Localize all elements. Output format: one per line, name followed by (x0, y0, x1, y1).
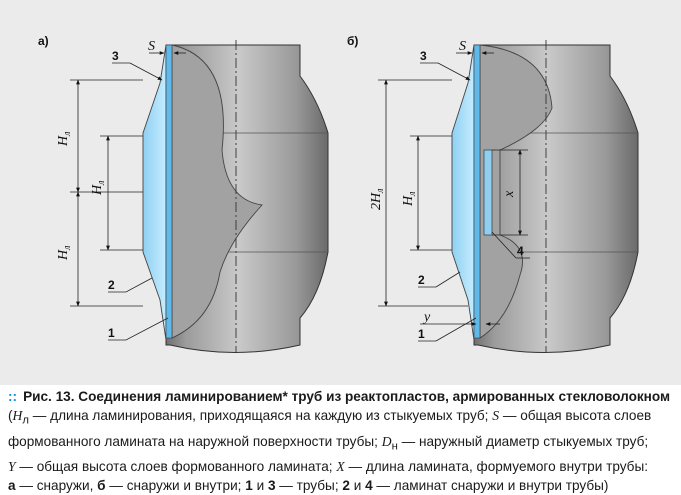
label-1-b: 1 (418, 327, 425, 341)
label-2-a: 2 (108, 278, 115, 292)
dim-x-b: x (502, 190, 517, 198)
figure-area: а) Hл Hл Hл S 3 2 (0, 0, 681, 385)
laminate-2-b (451, 44, 475, 341)
panel-a: а) Hл Hл Hл S 3 2 (38, 34, 329, 353)
caption-line-1: ::Рис. 13. Соединения ламинированием* тр… (8, 387, 676, 406)
panel-b: б) 2Hл Hл x y S (347, 34, 639, 353)
dim-H-a-2: Hл (90, 180, 107, 196)
dim-H-a-1: Hл (56, 131, 73, 147)
inner-pipe-a (171, 44, 263, 339)
dim-S-b: S (459, 39, 466, 54)
dim-S-a: S (148, 39, 155, 54)
caption-line-5: а — снаружи, б — снаружи и внутри; 1 и 3… (8, 478, 609, 494)
laminate-4-b (483, 149, 493, 236)
caption-dots-icon: :: (8, 389, 18, 404)
caption-line-2: (Hл — длина ламинирования, приходящаяся … (8, 408, 652, 428)
joint-diagram: а) Hл Hл Hл S 3 2 (38, 34, 639, 353)
dim-y-b: y (422, 310, 431, 325)
dim-H-b: Hл (401, 191, 418, 207)
label-2-b: 2 (418, 273, 425, 287)
caption-title: Рис. 13. Соединения ламинированием* труб… (23, 389, 671, 404)
panel-b-label: б) (347, 34, 358, 48)
label-3-b: 3 (420, 49, 427, 63)
dim-H-a-3: Hл (56, 245, 73, 261)
figure-caption: ::Рис. 13. Соединения ламинированием* тр… (8, 387, 676, 495)
panel-a-label: а) (38, 34, 49, 48)
dim-2H-b: 2Hл (369, 188, 386, 210)
label-3-a: 3 (112, 49, 119, 63)
label-1-a: 1 (108, 326, 115, 340)
label-4-b: 4 (517, 244, 524, 258)
caption-line-4: Y — общая высота слоев формованного лами… (8, 458, 649, 474)
laminate-2-a (142, 44, 167, 341)
caption-line-3: формованного ламината на наружной поверх… (8, 433, 649, 453)
